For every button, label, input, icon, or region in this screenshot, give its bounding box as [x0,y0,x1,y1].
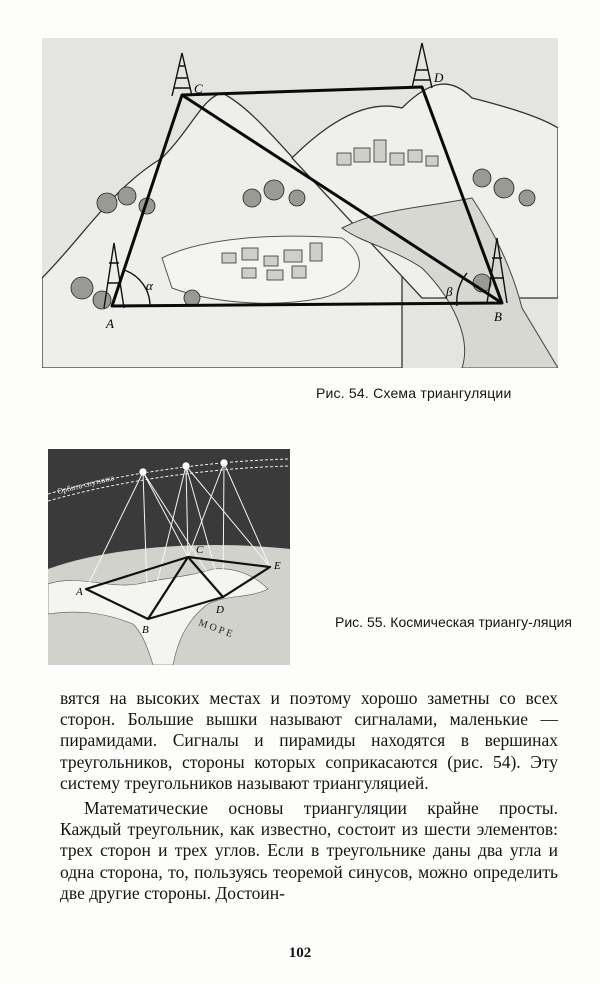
paragraph: вятся на высоких местах и поэтому хорошо… [60,688,558,793]
point-label-c: C [196,544,204,556]
space-triangulation-illustration: Орбита спутника A B C D E М О Р Е [48,449,290,665]
point-label-b: B [142,624,149,636]
vertex-label-a: A [105,316,114,331]
angle-label-alpha: α [146,278,154,293]
point-label-e: E [273,560,281,572]
point-label-a: A [75,586,83,598]
figure-55-caption: Рис. 55. Космическая триангу-ляция [335,614,572,630]
angle-label-beta: β [445,284,453,299]
vertex-label-d: D [433,70,444,85]
triangulation-scheme-illustration: A B C D α β [42,38,558,368]
point-label-d: D [215,604,224,616]
paragraph: Математические основы триангуляции крайн… [60,798,558,903]
body-text: вятся на высоких местах и поэтому хорошо… [60,688,558,904]
vertex-label-b: B [494,309,502,324]
vertex-label-c: C [194,81,203,96]
page-number: 102 [288,945,312,961]
figure-54-caption: Рис. 54. Схема триангуляции [316,385,512,401]
